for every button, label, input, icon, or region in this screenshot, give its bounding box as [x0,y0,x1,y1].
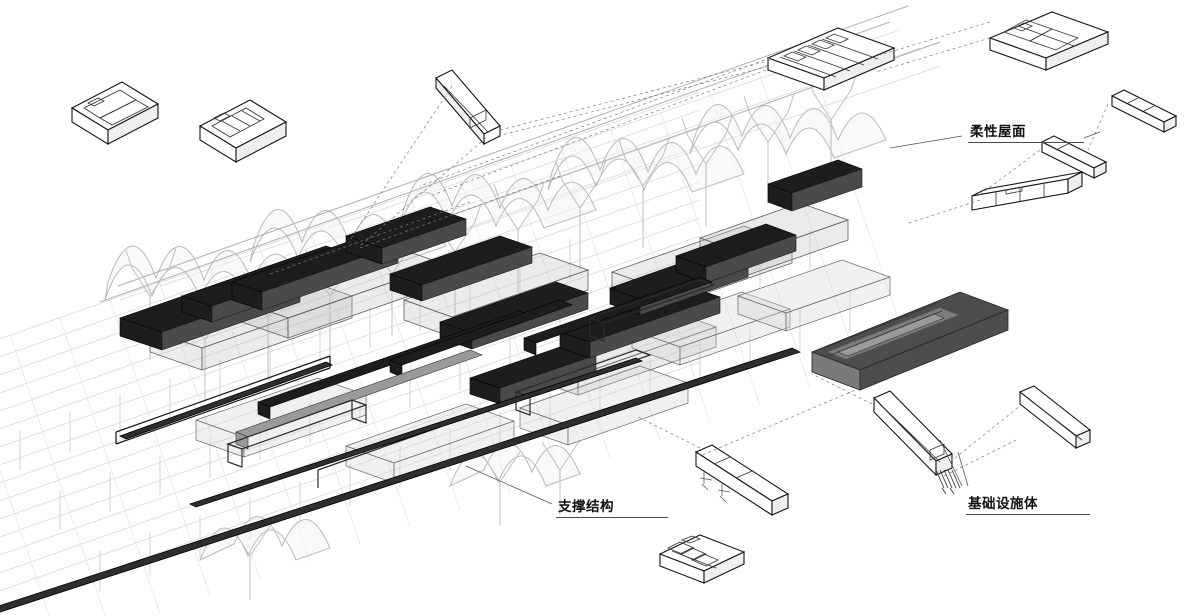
annotation-flexible-roof-rule [968,142,1084,143]
annotation-flexible-roof: 柔性屋面 [968,120,1084,143]
platform-slab [810,291,1010,391]
module-roof-beam-b [1040,135,1108,179]
module-roof-beam-a [1110,89,1178,133]
label-leaders [465,131,1101,505]
module-bottom-cell-block [658,534,746,584]
annotation-support-structure: 支撑结构 [556,495,668,518]
annotation-infrastructure-body: 基础设施体 [966,492,1090,515]
projection-lines [269,21,1109,477]
module-infrastructure-beam [873,390,961,495]
annotation-flexible-roof-text: 柔性屋面 [970,124,1026,140]
annotation-infrastructure-body-rule [966,514,1090,515]
module-top-right-block [988,11,1110,71]
deck-edge-beam [0,347,802,613]
module-roof-beam-c [971,171,1083,211]
annotation-support-structure-rule [556,517,668,518]
program-volumes [119,159,892,488]
annotation-support-structure-text: 支撑结构 [558,499,614,515]
module-room-block-1 [70,81,160,145]
module-right-beam [1018,385,1092,450]
module-room-block-2 [198,99,288,163]
module-bracket-beam [694,444,790,517]
module-top-beam [435,69,501,146]
module-top-cell-bar [766,27,896,91]
annotation-infrastructure-body-text: 基础设施体 [968,496,1038,512]
